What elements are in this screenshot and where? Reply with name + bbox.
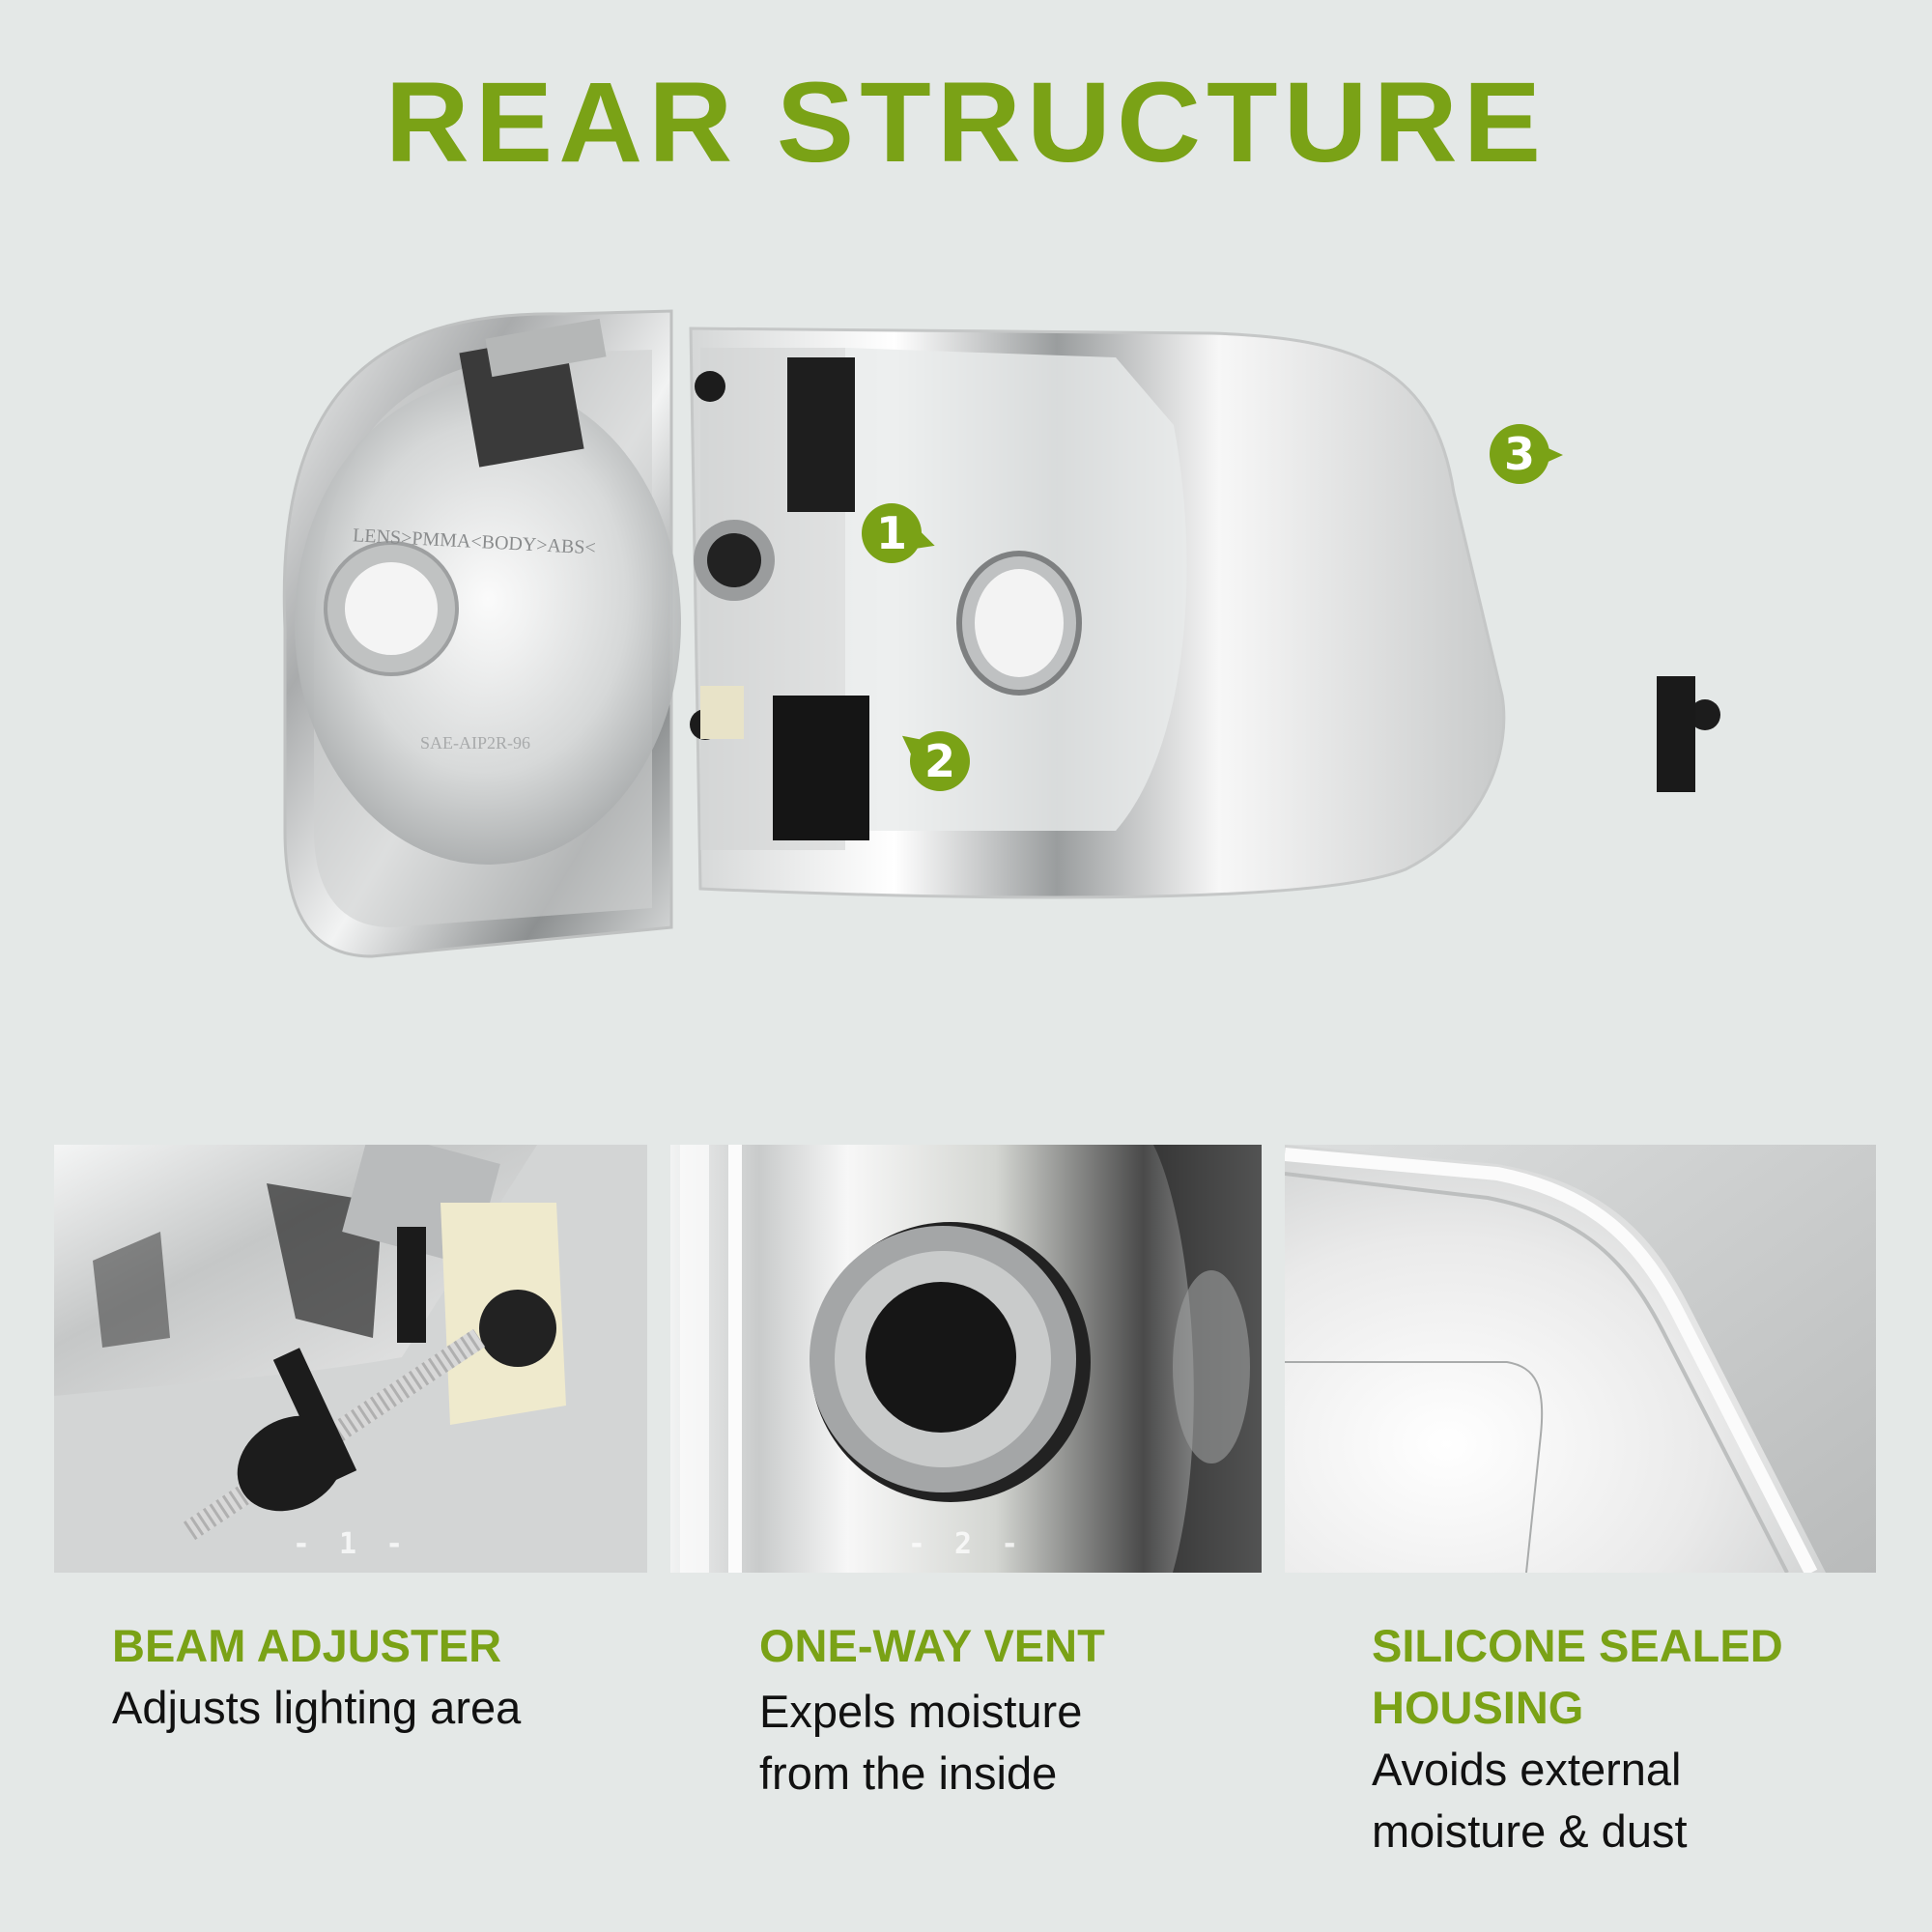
detail-panel-one-way-vent: - 2 - — [670, 1145, 1262, 1573]
detail-panel-beam-adjuster: - 1 - — [54, 1145, 647, 1573]
headlight-illustration: LENS>PMMA<BODY>ABS< SAE-AIP2R-96 — [282, 309, 1720, 958]
panel-index-label: - 1 - — [292, 1527, 410, 1561]
feature-title: ONE-WAY VENT — [759, 1620, 1105, 1671]
callout-marker-3: 3 — [1490, 424, 1563, 484]
feature-description-line-1: Avoids external — [1372, 1744, 1682, 1795]
feature-description-line-1: Expels moisture — [759, 1686, 1083, 1737]
feature-title-line-2: HOUSING — [1372, 1682, 1584, 1733]
callout-marker-2: 2 — [910, 731, 970, 791]
svg-text:SAE-AIP2R-96: SAE-AIP2R-96 — [420, 733, 530, 753]
feature-title-line-1: SILICONE SEALED — [1372, 1620, 1783, 1671]
sealed-housing-photo — [1285, 1145, 1876, 1573]
feature-silicone-sealed-housing: SILICONE SEALED HOUSING Avoids external … — [1372, 1615, 1893, 1862]
one-way-vent-photo — [670, 1145, 1262, 1573]
feature-one-way-vent: ONE-WAY VENT Expels moisture from the in… — [759, 1615, 1262, 1804]
panel-index-label: - 2 - — [907, 1527, 1025, 1561]
feature-title: BEAM ADJUSTER — [112, 1620, 502, 1671]
feature-description-line-2: moisture & dust — [1372, 1805, 1688, 1857]
detail-panel-sealed-housing — [1285, 1145, 1876, 1573]
beam-adjuster-photo — [54, 1145, 647, 1573]
callout-marker-1: 1 — [862, 503, 922, 563]
feature-beam-adjuster: BEAM ADJUSTER Adjusts lighting area — [112, 1615, 653, 1739]
hero-product-image: LENS>PMMA<BODY>ABS< SAE-AIP2R-96 1 2 3 — [246, 290, 1792, 985]
page-title: REAR STRUCTURE — [384, 59, 1548, 186]
feature-description-line-2: from the inside — [759, 1747, 1058, 1799]
feature-description: Adjusts lighting area — [112, 1682, 522, 1733]
